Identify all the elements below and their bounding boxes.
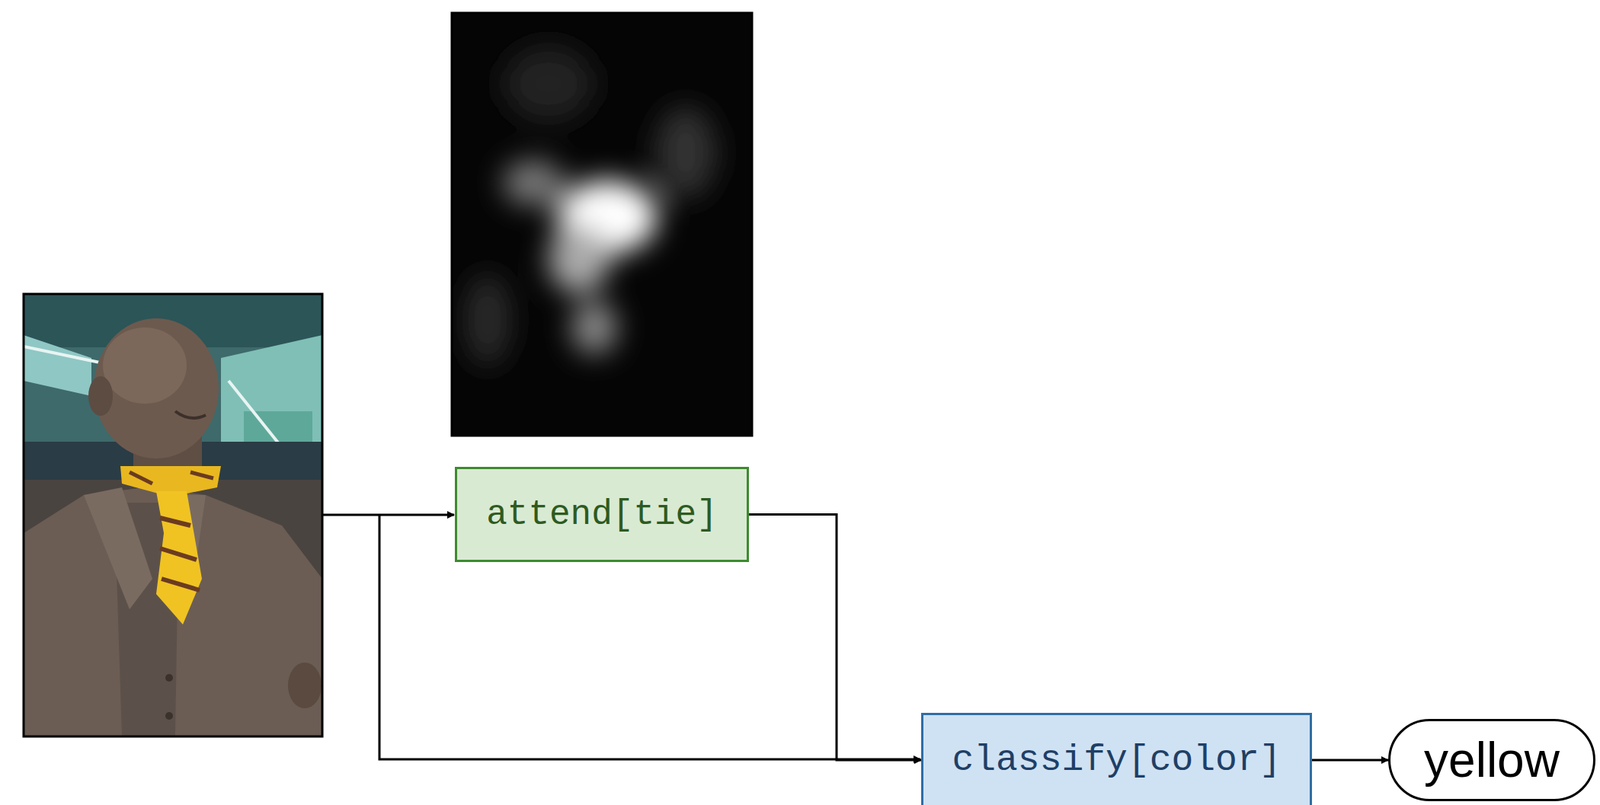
module-box: classify[color] bbox=[921, 713, 1312, 805]
statue-photo bbox=[23, 294, 323, 737]
attention-map bbox=[451, 12, 752, 436]
map-frame bbox=[451, 12, 752, 436]
connector-arrow bbox=[748, 515, 922, 762]
node-label: yellow bbox=[1424, 732, 1560, 789]
photo-frame bbox=[23, 294, 323, 737]
module-box: attend[tie] bbox=[454, 467, 749, 563]
connector-arrow bbox=[1312, 759, 1389, 762]
node-label: attend[tie] bbox=[486, 495, 718, 535]
image-feed-line bbox=[322, 514, 455, 517]
node-label: classify[color] bbox=[951, 739, 1281, 781]
answer-oval: yellow bbox=[1388, 719, 1596, 802]
